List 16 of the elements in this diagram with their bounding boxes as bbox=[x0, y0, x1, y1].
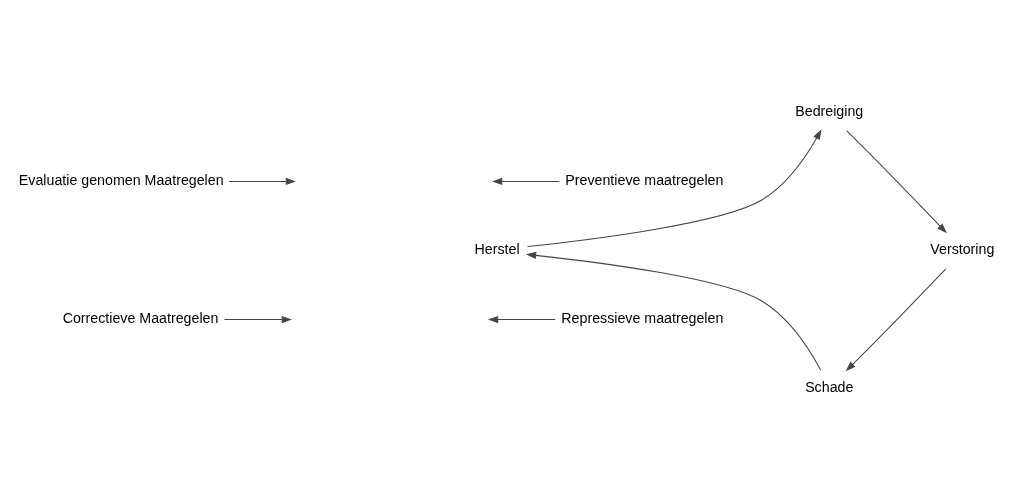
arrow bbox=[525, 251, 822, 371]
node-text: Correctieve Maatregelen bbox=[62, 310, 219, 327]
arrow bbox=[845, 268, 947, 372]
arrow bbox=[527, 129, 822, 247]
arrow bbox=[488, 316, 556, 324]
node-text: Bedreiging bbox=[795, 103, 864, 120]
arrow bbox=[846, 130, 947, 234]
node-text: Evaluatie genomen Maatregelen bbox=[18, 172, 224, 189]
arrow bbox=[228, 177, 296, 185]
node-text: Herstel bbox=[474, 241, 520, 258]
node-text: Schade bbox=[805, 379, 854, 396]
node-text: Verstoring bbox=[930, 241, 995, 258]
node-text: Preventieve maatregelen bbox=[565, 172, 724, 189]
arrow bbox=[492, 177, 560, 185]
node-text: Repressieve maatregelen bbox=[561, 310, 724, 327]
arrow bbox=[224, 316, 292, 324]
